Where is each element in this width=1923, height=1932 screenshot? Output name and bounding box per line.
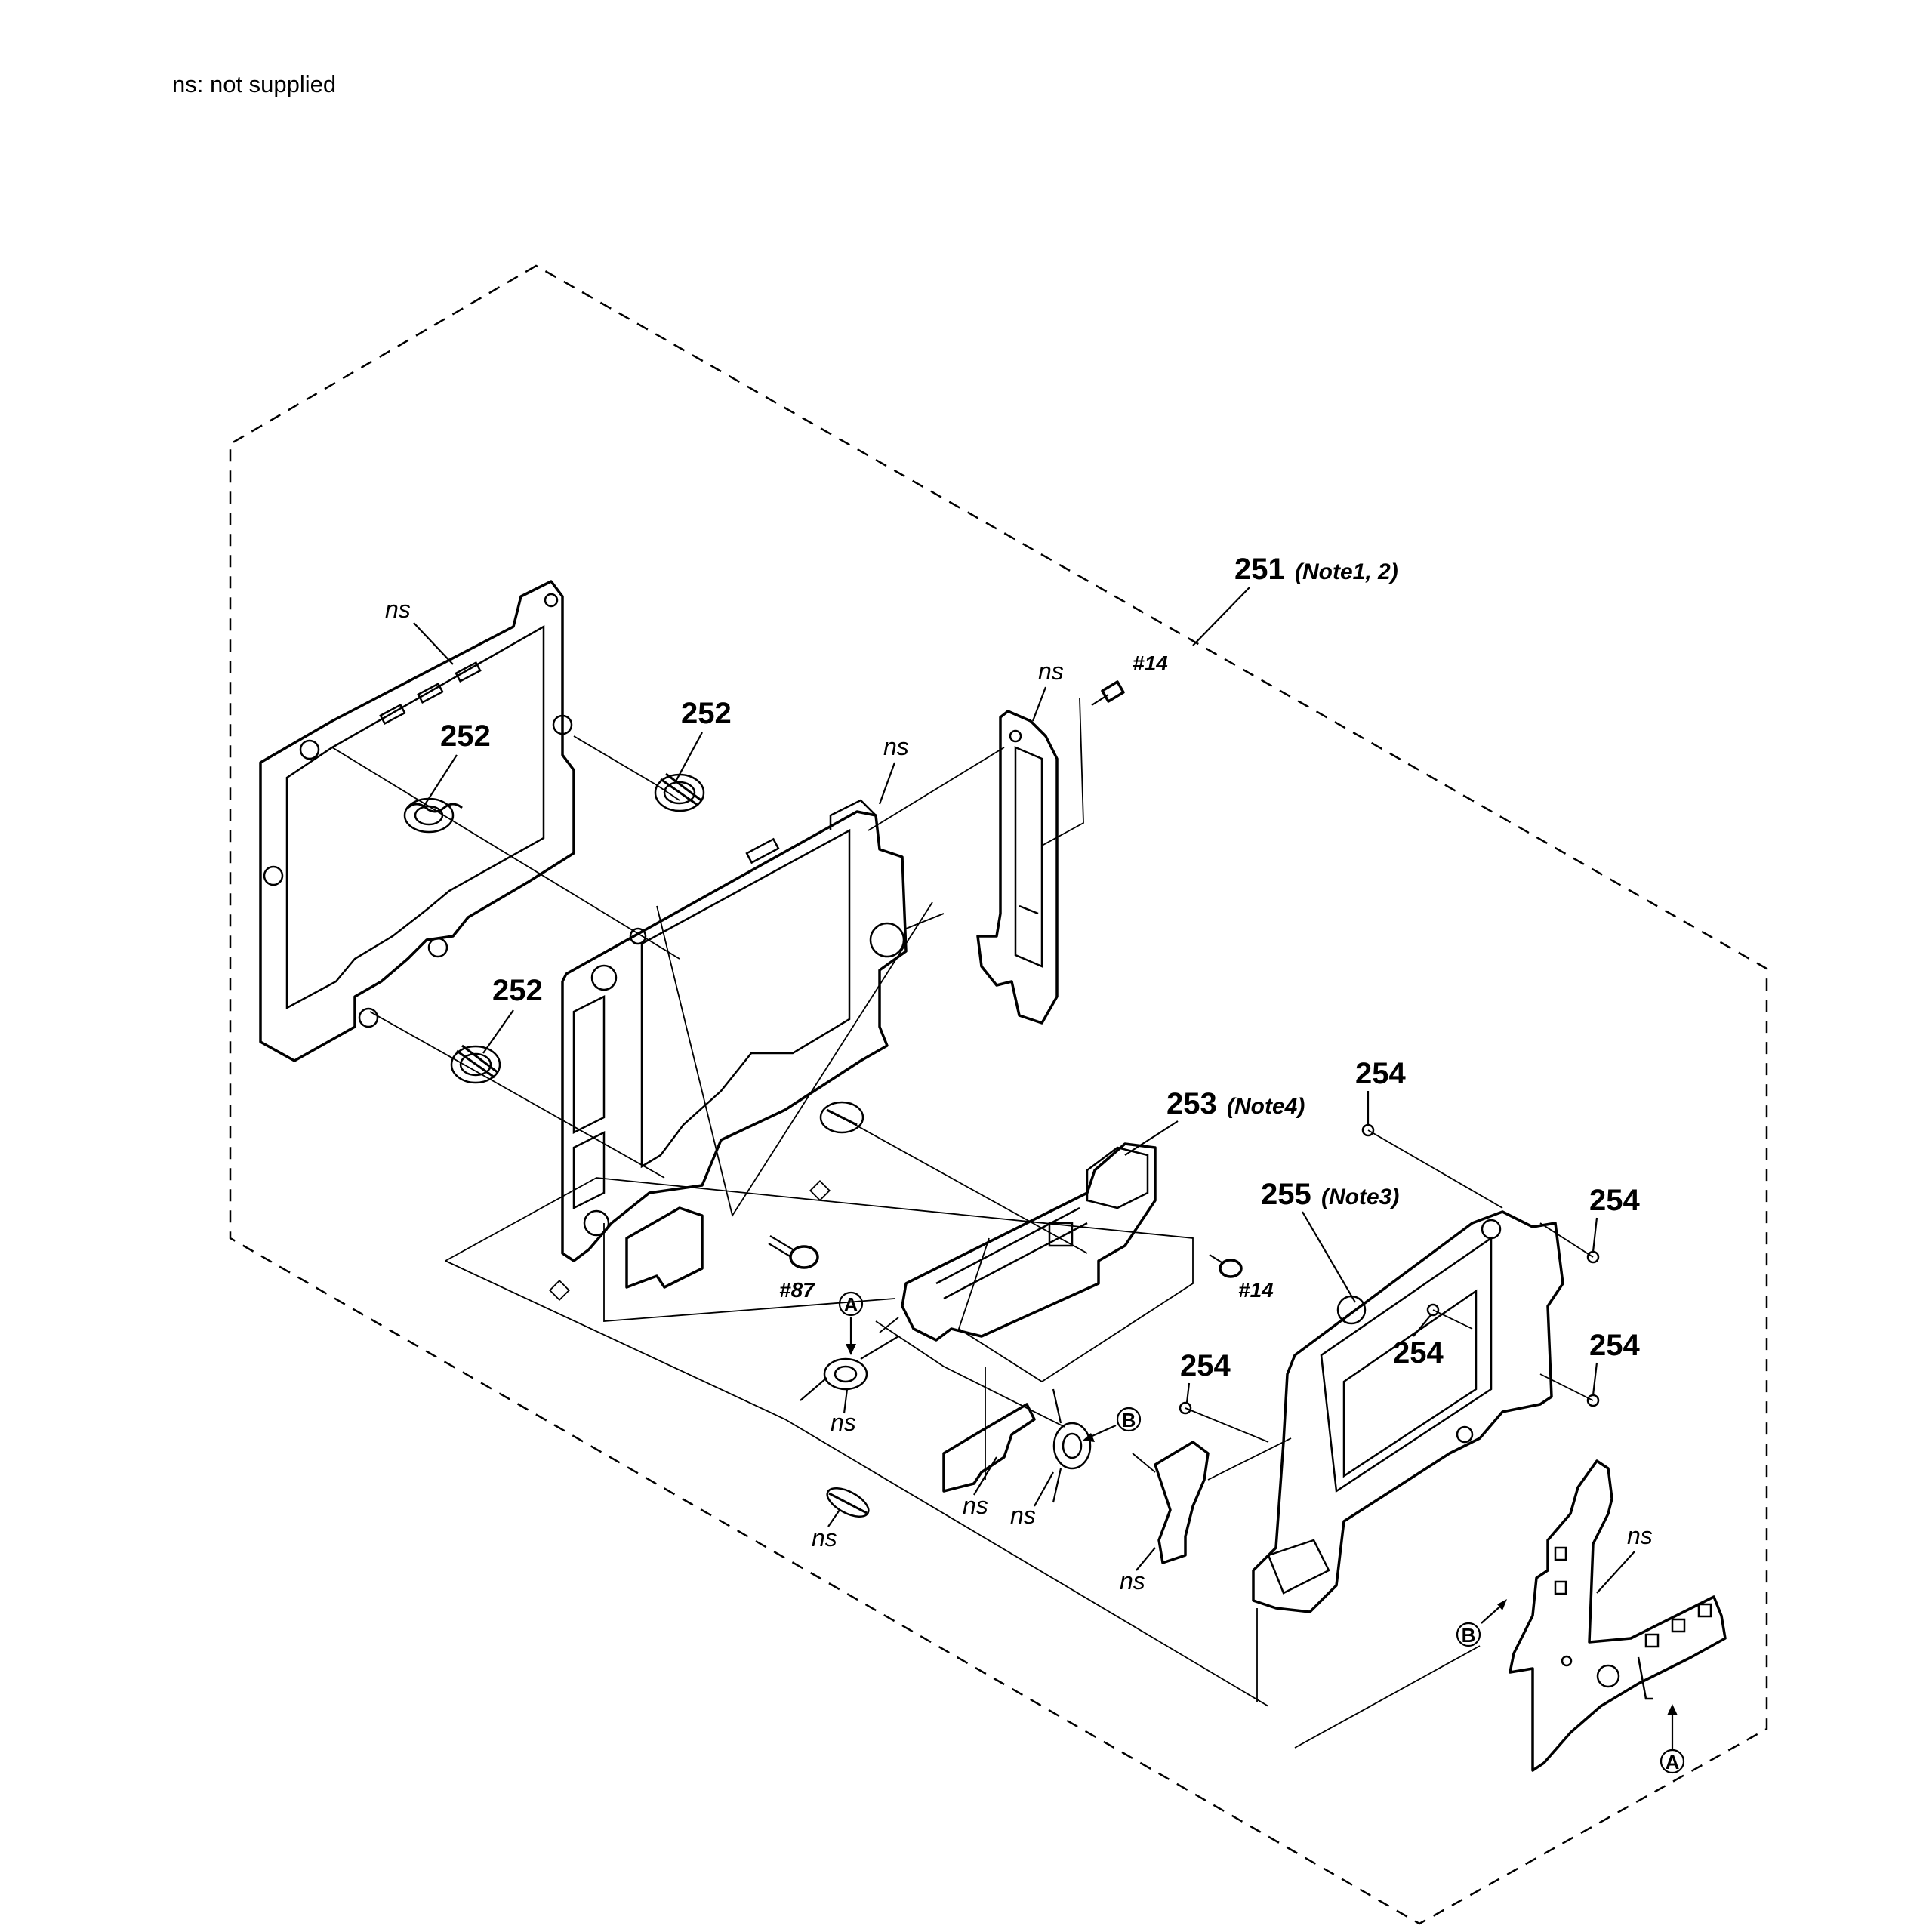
- leader-255: [1302, 1211, 1356, 1303]
- ref-marker-a-upper: A: [838, 1291, 864, 1355]
- leader-252-b: [675, 732, 703, 782]
- spring-252-b: [654, 772, 705, 812]
- svg-text:B: B: [1122, 1409, 1136, 1431]
- leader-ns-main-frame: [878, 762, 896, 805]
- label-ns-lever-a: ns: [963, 1492, 988, 1519]
- marker-diamond: [809, 1179, 831, 1202]
- label-251: 251: [1234, 553, 1285, 586]
- lower-bracket: [1509, 1459, 1727, 1772]
- label-253: 253: [1166, 1087, 1217, 1120]
- label-ns-back-frame: ns: [385, 596, 411, 623]
- label-ns-torsion-b: ns: [1010, 1502, 1036, 1529]
- label-252-b: 252: [681, 697, 732, 730]
- ref-marker-a-lower: A: [1660, 1704, 1685, 1774]
- label-ns-lever-b: ns: [1120, 1567, 1145, 1595]
- washer-254-d: [1426, 1303, 1440, 1317]
- ref-marker-b-upper: B: [1083, 1407, 1142, 1442]
- leader-ns-back-frame: [413, 622, 454, 665]
- torsion-spring-b: [1052, 1388, 1092, 1503]
- screw-87: [768, 1235, 819, 1269]
- svg-text:A: A: [844, 1293, 858, 1316]
- washer-254-e: [1179, 1401, 1192, 1415]
- leader-ns-lower-bracket: [1596, 1551, 1635, 1594]
- label-254-c: 254: [1589, 1329, 1640, 1362]
- screw-14-upper: [1091, 680, 1125, 706]
- label-252-c: 252: [492, 974, 543, 1007]
- leader-252-c: [482, 1009, 514, 1054]
- label-252-a: 252: [440, 719, 491, 753]
- label-ns-torsion-a: ns: [831, 1409, 856, 1436]
- svg-text:A: A: [1666, 1751, 1680, 1773]
- label-254-e: 254: [1180, 1349, 1231, 1382]
- label-ns-main-frame: ns: [883, 733, 909, 760]
- leader-251: [1192, 587, 1250, 646]
- label-ns-spring: ns: [812, 1524, 837, 1551]
- label-254-b: 254: [1589, 1184, 1640, 1217]
- legend-note: ns: not supplied: [172, 71, 337, 97]
- actuator-253: [901, 1142, 1157, 1342]
- leader-ns-torsion-b: [1034, 1471, 1054, 1507]
- ref-marker-b-lower: B: [1456, 1599, 1507, 1647]
- leader-ns-torsion-a: [843, 1388, 849, 1414]
- label-ns-lower-bracket: ns: [1627, 1522, 1653, 1549]
- note-251: (Note1, 2): [1295, 559, 1398, 584]
- label-254-d: 254: [1393, 1336, 1444, 1370]
- leader-254-b: [1592, 1217, 1598, 1253]
- label-screw-14-lower: #14: [1238, 1278, 1274, 1302]
- leader-252-a: [422, 754, 458, 809]
- upper-bracket: [976, 710, 1059, 1025]
- label-screw-87: #87: [779, 1278, 815, 1302]
- lever-a: [942, 1403, 1036, 1493]
- label-255: 255: [1261, 1178, 1311, 1211]
- main-frame: [561, 799, 908, 1289]
- screw-14-lower: [1209, 1254, 1243, 1278]
- svg-text:B: B: [1462, 1624, 1476, 1647]
- tension-spring: [826, 1487, 870, 1518]
- torsion-spring-a: [800, 1336, 899, 1401]
- label-ns-upper-bracket: ns: [1038, 658, 1064, 685]
- marker-diamond: [548, 1279, 571, 1302]
- leader-ns-lever-a: [973, 1456, 997, 1496]
- note-255: (Note3): [1321, 1185, 1399, 1209]
- guide-lines: [331, 698, 1594, 1749]
- note-253: (Note4): [1227, 1094, 1305, 1119]
- label-254-a: 254: [1355, 1057, 1406, 1090]
- leader-ns-lever-b: [1136, 1547, 1156, 1571]
- leader-ns-upper-bracket: [1031, 686, 1047, 722]
- assembly-boundary: [229, 264, 1768, 1925]
- leader-254-c: [1592, 1362, 1598, 1396]
- leader-253: [1124, 1120, 1179, 1156]
- leader-254-e: [1185, 1382, 1191, 1404]
- label-screw-14-upper: #14: [1133, 652, 1168, 675]
- leader-254-d: [1413, 1314, 1431, 1337]
- spring-252-c: [450, 1044, 501, 1084]
- sensor-stage-255: [1252, 1210, 1564, 1613]
- leader-ns-spring: [827, 1509, 840, 1527]
- lever-b: [1154, 1441, 1210, 1564]
